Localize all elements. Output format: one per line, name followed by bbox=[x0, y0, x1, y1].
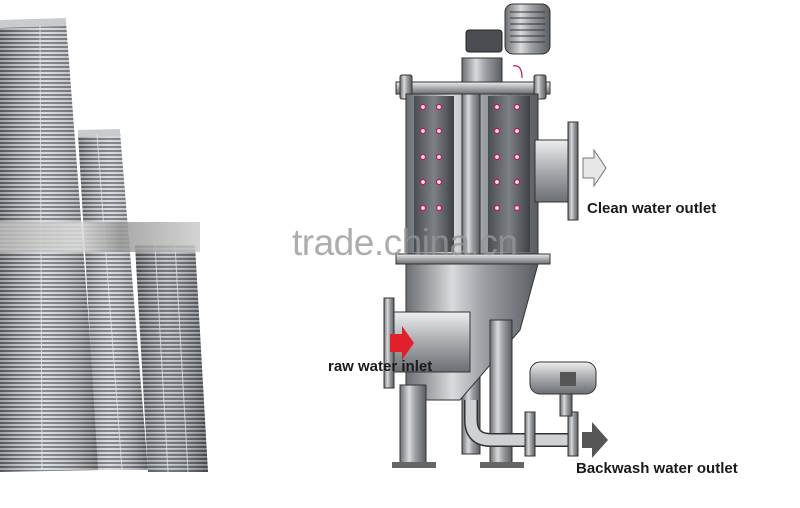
inlet-arrow bbox=[390, 326, 414, 360]
raw-water-inlet-label: raw water inlet bbox=[328, 358, 433, 375]
clean-outlet-arrow bbox=[582, 148, 607, 188]
watermark-band bbox=[0, 222, 200, 252]
drive-motor bbox=[465, 3, 551, 55]
backwash-water-outlet-label: Backwash water outlet bbox=[576, 460, 738, 477]
screen-cylinder-medium bbox=[78, 129, 148, 470]
watermark-text: trade.china.cn bbox=[292, 222, 518, 263]
suction-nozzles bbox=[419, 103, 521, 212]
clean-water-outlet-label: Clean water outlet bbox=[587, 200, 717, 217]
screen-cylinder-small bbox=[135, 245, 208, 472]
self-cleaning-filter-diagram bbox=[383, 3, 608, 468]
backwash-arrow bbox=[582, 422, 608, 458]
